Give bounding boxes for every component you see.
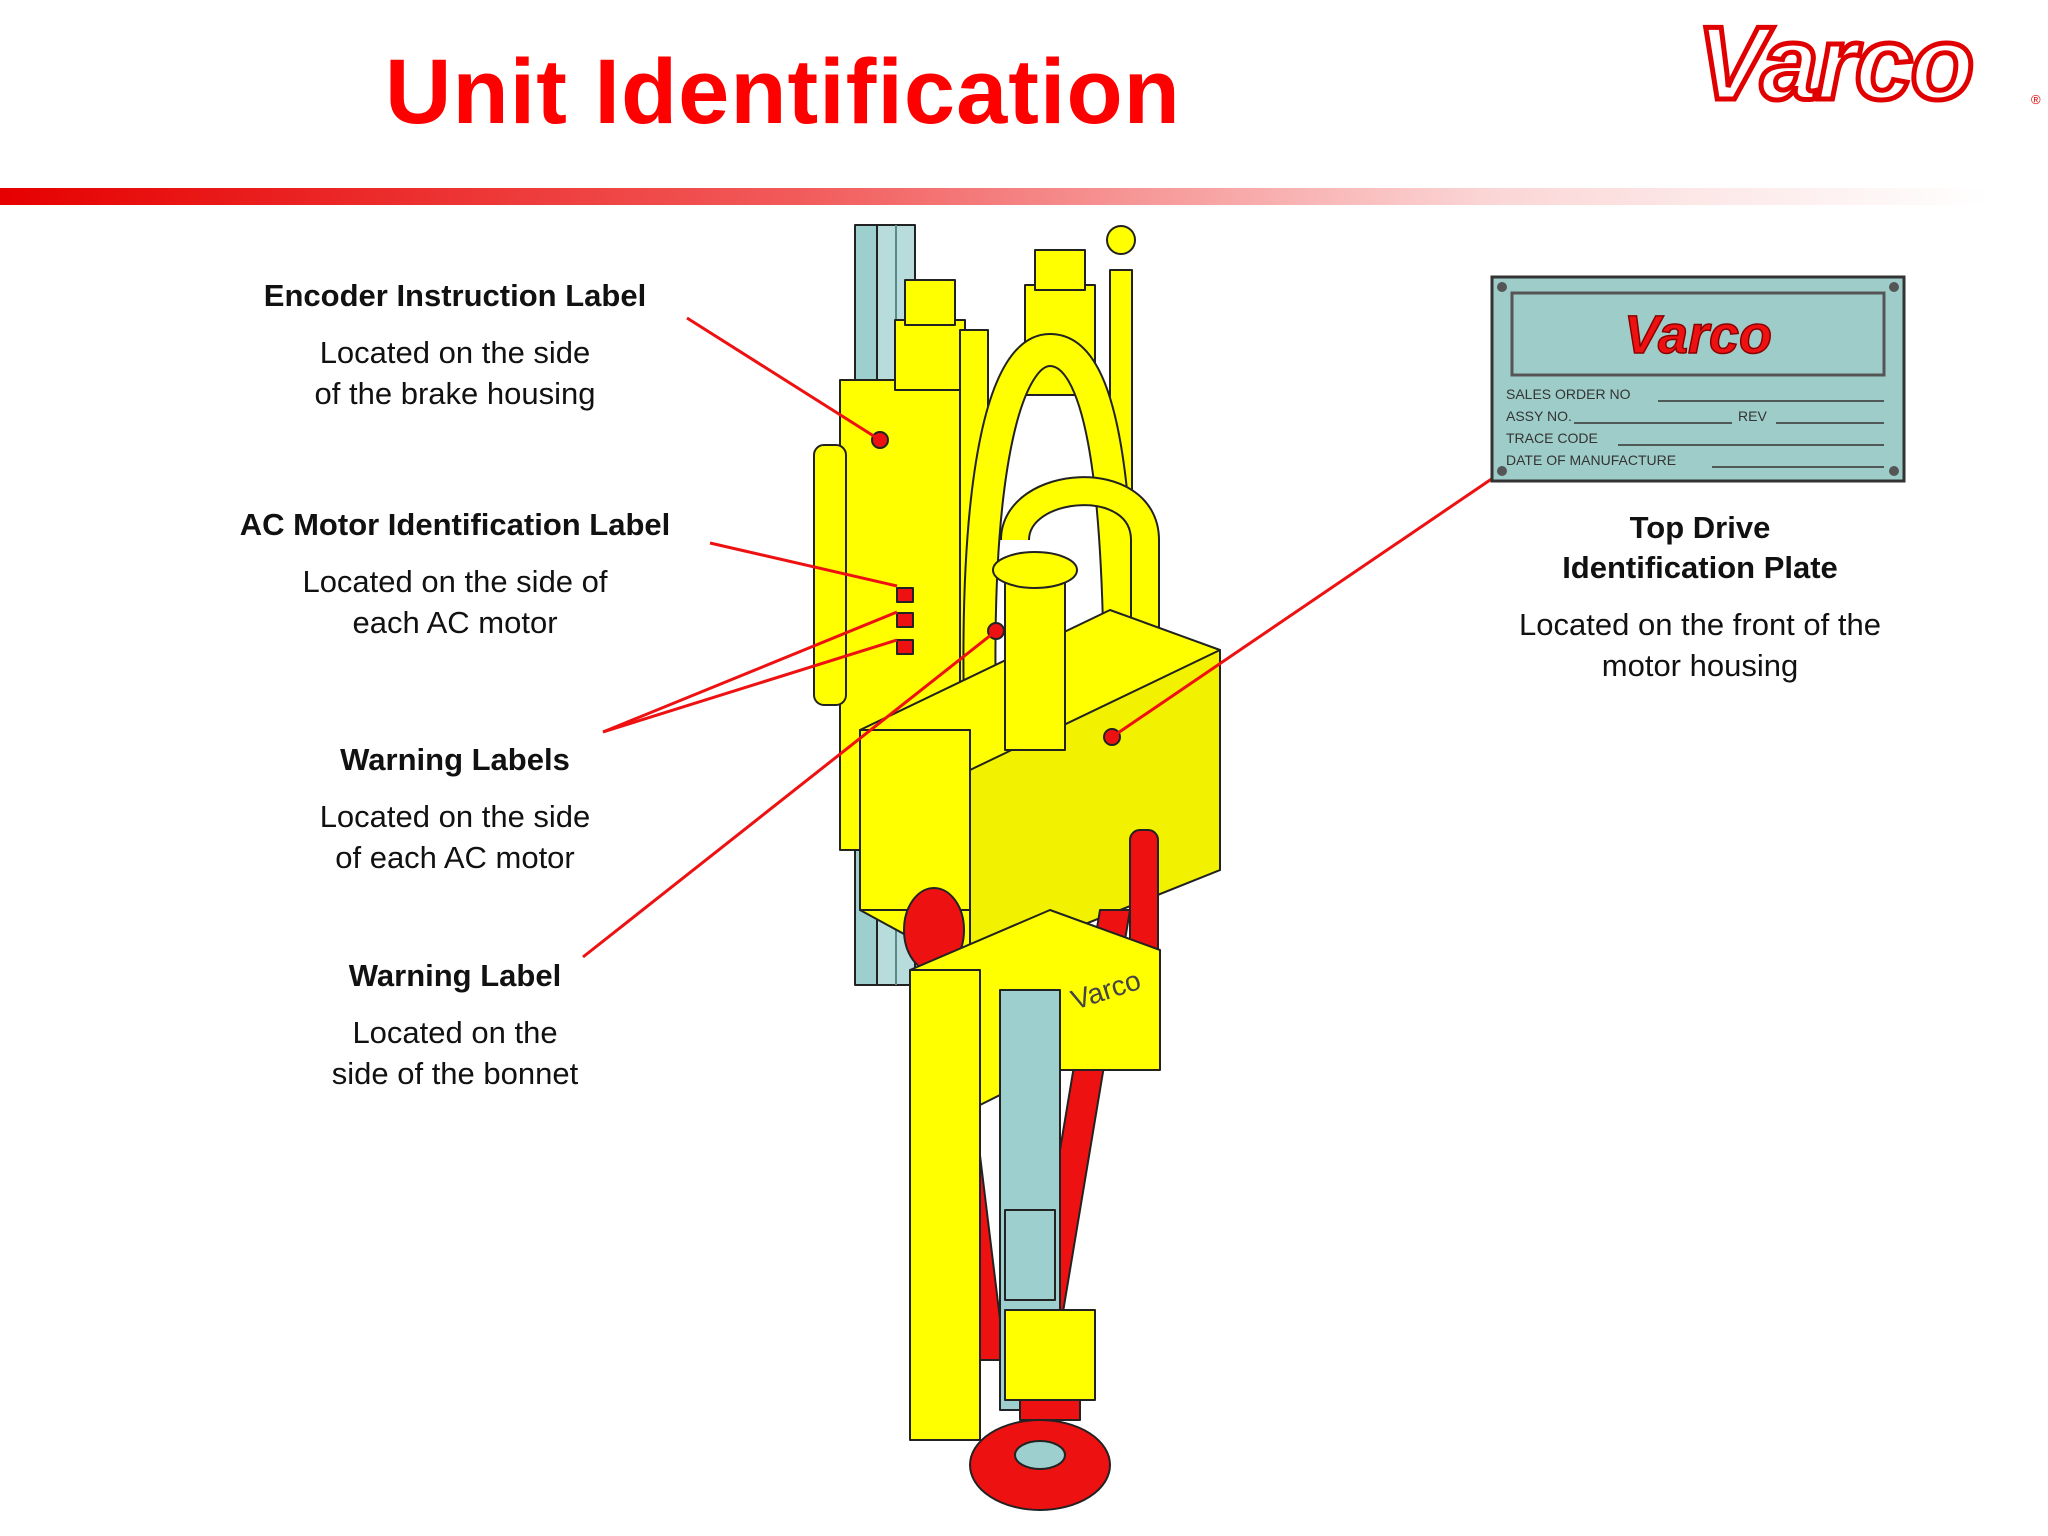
- callout-heading: Warning Labels: [340, 742, 570, 777]
- plate-sales-order: SALES ORDER NO: [1506, 386, 1631, 402]
- leader-plate: [1111, 476, 1494, 739]
- plate-logo: Varco: [1624, 305, 1772, 365]
- leader-encoder: [686, 316, 881, 442]
- callout-heading: AC Motor Identification Label: [239, 507, 671, 542]
- warning-label-dot-2: [896, 639, 914, 655]
- page-title: Unit Identification: [385, 41, 1181, 143]
- ac-motor-label-dot: [896, 587, 914, 603]
- identification-plate: Varco SALES ORDER NO ASSY NO. REV TRACE …: [1490, 275, 1906, 483]
- plate-assy-no: ASSY NO.: [1506, 408, 1572, 424]
- leader-warning-2: [602, 638, 898, 734]
- leader-warning-1: [602, 610, 898, 734]
- brake-housing: [894, 319, 966, 391]
- header-rule: [0, 188, 1990, 205]
- plate-date: DATE OF MANUFACTURE: [1506, 452, 1676, 468]
- callout-encoder: Encoder Instruction Label Located on the…: [190, 276, 720, 414]
- varco-logo: Varco ®: [1685, 4, 2045, 114]
- warning-label-dot-1: [896, 612, 914, 628]
- callout-ac-motor: AC Motor Identification Label Located on…: [190, 505, 720, 643]
- plate-trace-code: TRACE CODE: [1506, 430, 1598, 446]
- callout-heading: Warning Label: [348, 958, 562, 993]
- logo-text: Varco: [1697, 6, 1972, 114]
- top-drive-illustration: Varco: [800, 210, 1230, 1530]
- svg-text:®: ®: [2031, 92, 2041, 107]
- leader-ac-motor: [709, 541, 898, 588]
- leader-bonnet: [582, 629, 997, 959]
- callout-heading: Encoder Instruction Label: [263, 278, 647, 313]
- plate-rev: REV: [1738, 408, 1767, 424]
